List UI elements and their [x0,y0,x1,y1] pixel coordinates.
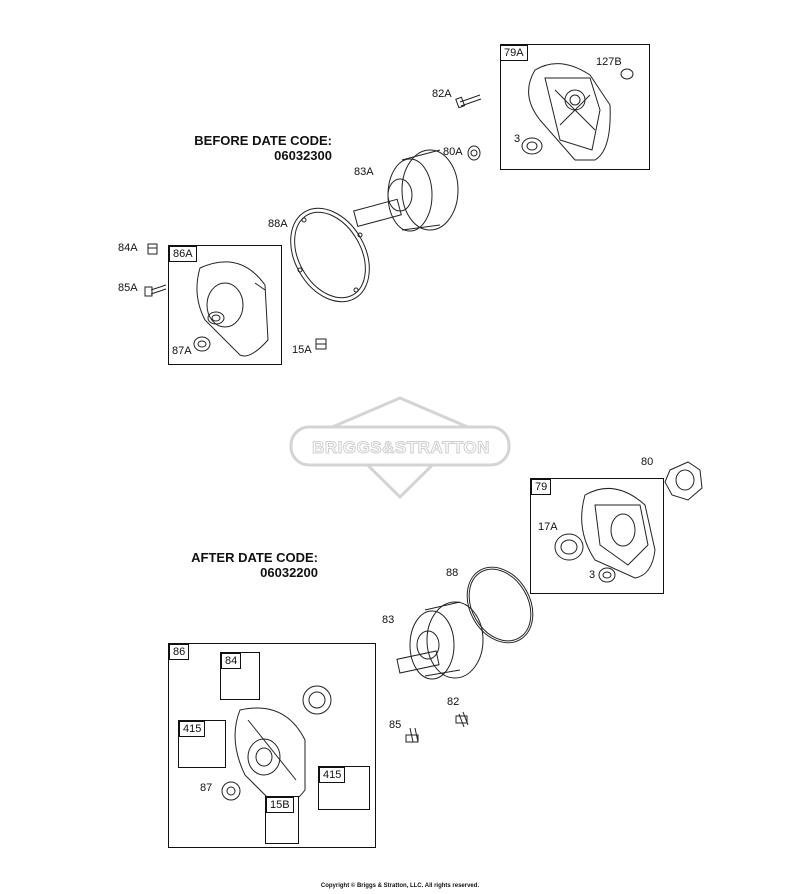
seal-3-bottom [598,567,616,583]
before-header-line1: BEFORE DATE CODE: [194,133,332,148]
group-label-86A: 86A [169,246,197,262]
part-label-88: 88 [446,567,459,579]
group-label-415-right: 415 [319,767,346,783]
part-label-15A: 15A [292,344,312,356]
fitting-15A [315,338,327,350]
part-label-88A: 88A [268,218,288,230]
washer-80A [467,145,481,161]
screw-82A [455,94,482,109]
cover-79 [581,488,656,579]
part-label-127B: 127B [596,56,622,68]
gasket-80 [664,461,703,501]
group-label-84: 84 [221,653,242,669]
part-label-84A: 84A [118,242,138,254]
copyright-notice: Copyright © Briggs & Stratton, LLC. All … [320,883,480,889]
group-label-86: 86 [169,644,190,660]
after-header-line1: AFTER DATE CODE: [191,550,318,565]
watermark-text: BRIGGS&STRATTON [312,438,490,458]
cover-86A [196,261,269,357]
group-label-79A: 79A [500,45,528,61]
drum-83A [353,149,459,232]
before-date-code-header: BEFORE DATE CODE: 06032300 [150,133,332,163]
gasket-88A [290,207,370,303]
drum-83 [396,601,484,680]
seal-3-top [521,137,543,155]
part-label-83A: 83A [354,166,374,178]
part-label-80A: 80A [443,146,463,158]
cover-79A [528,63,611,161]
part-label-85: 85 [389,719,402,731]
seal-87 [221,781,241,801]
before-header-line2: 06032300 [274,148,332,163]
group-label-15B: 15B [266,797,294,813]
plug-127B [620,68,634,80]
group-box-79 [530,478,664,594]
part-label-3-top: 3 [514,133,521,145]
group-box-86 [168,643,376,848]
group-label-415-left: 415 [179,721,206,737]
bolt-85A [144,284,167,297]
part-label-87A: 87A [172,345,192,357]
bearing-86 [302,685,332,715]
oring-88 [466,566,534,644]
part-label-82: 82 [447,696,460,708]
briggs-stratton-logo [289,396,511,500]
bearing-17A [554,533,584,561]
part-label-82A: 82A [432,88,452,100]
part-label-3-bottom: 3 [589,569,596,581]
after-header-line2: 06032200 [260,565,318,580]
group-label-79: 79 [531,479,552,495]
part-label-83: 83 [382,614,395,626]
bolt-82 [455,711,469,728]
group-box-79A [500,44,650,170]
after-date-code-header: AFTER DATE CODE: 06032200 [140,550,318,580]
bolt-85 [405,727,419,743]
group-box-86A [168,245,282,365]
part-label-85A: 85A [118,282,138,294]
seal-87A [193,336,211,352]
part-label-17A: 17A [538,521,558,533]
nut-84A [147,243,158,255]
part-label-87: 87 [200,782,213,794]
part-label-80: 80 [641,456,654,468]
